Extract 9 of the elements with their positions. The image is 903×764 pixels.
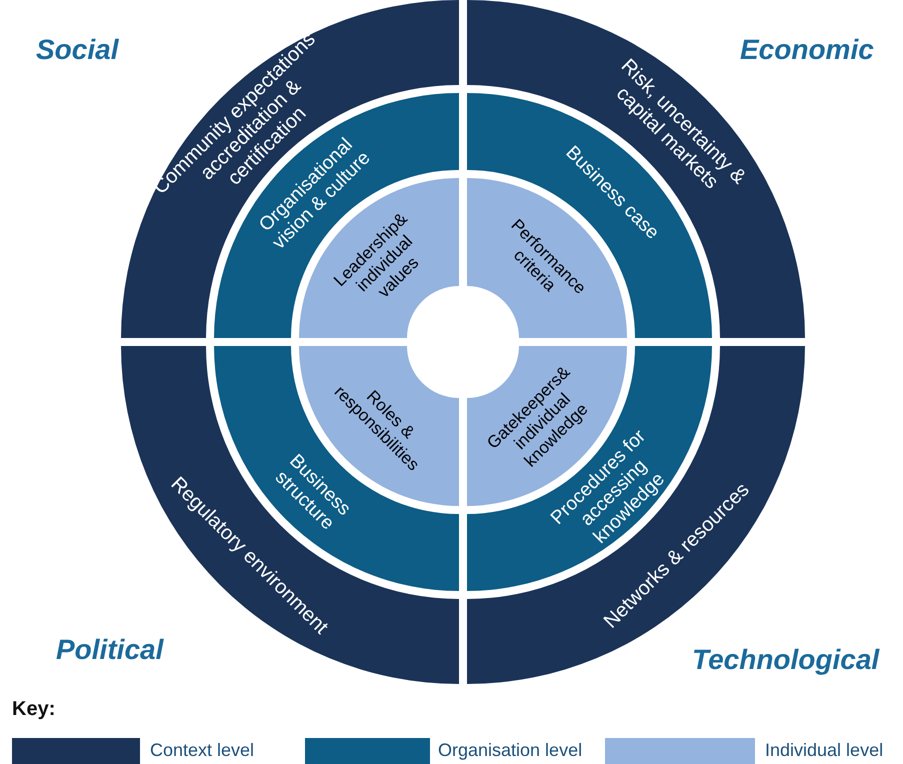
legend-label: Context level [150, 740, 254, 761]
legend-label: Organisation level [438, 740, 582, 761]
legend-title: Key: [12, 698, 56, 721]
legend-label: Individual level [765, 740, 884, 761]
quadrant-label: Political [56, 634, 164, 666]
quadrant-label: Social [36, 34, 118, 66]
ring-segment [121, 0, 459, 338]
quadrant-label: Economic [740, 34, 874, 66]
quadrant-label: Technological [692, 644, 880, 676]
